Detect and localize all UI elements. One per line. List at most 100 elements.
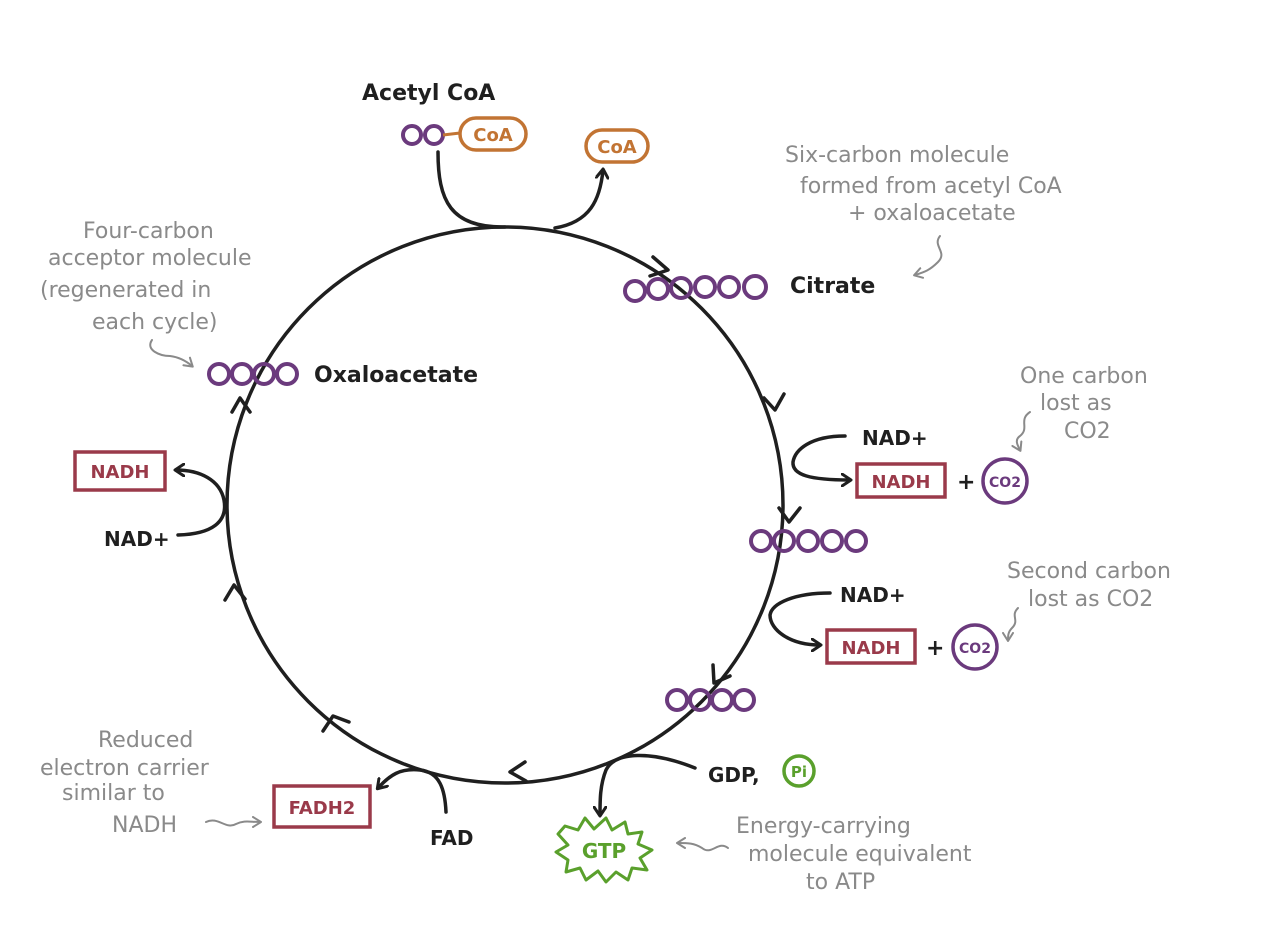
note-second-carbon-squiggle	[1002, 607, 1019, 642]
co2-1-label: CO2	[989, 475, 1021, 491]
note-reduced-line-4: NADH	[112, 813, 177, 838]
note-reduced-line-1: Reduced	[98, 728, 193, 753]
nadh-2-box	[825, 628, 917, 665]
co2-2-label: CO2	[959, 641, 991, 657]
pi-label: Pi	[791, 763, 807, 781]
note-second-carbon-line-1: Second carbon	[1007, 559, 1171, 584]
coa-attached-pill	[458, 116, 528, 152]
coa-released-label: CoA	[597, 137, 637, 158]
coa-out-arrow	[553, 170, 603, 230]
nad-2-arrow	[768, 591, 832, 645]
ring-arrowheads	[223, 255, 802, 783]
note-four-carbon-line-3: (regenerated in	[40, 278, 211, 303]
nadh-1-box	[855, 462, 947, 499]
five-carbon-4	[820, 529, 844, 553]
gdp-arrow	[600, 753, 697, 815]
ring-arrow-right-2	[777, 506, 802, 524]
citrate-carbon-5	[717, 275, 741, 299]
fad-label: FAD	[430, 826, 473, 850]
four-carbon-molecule	[665, 688, 756, 712]
note-four-carbon-line-2: acceptor molecule	[48, 246, 252, 271]
five-carbon-molecule	[749, 529, 868, 553]
citrate-carbon-3	[669, 276, 693, 300]
citrate-label: Citrate	[790, 274, 875, 299]
oxaloacetate-molecule	[207, 362, 299, 386]
note-one-carbon-squiggle	[1011, 411, 1031, 452]
ring-arrow-lower-right	[711, 663, 732, 685]
pi-circle	[782, 754, 816, 788]
note-second-carbon-line-2: lost as CO2	[1028, 587, 1153, 612]
note-energy: Energy-carrying molecule equivalent to A…	[676, 814, 972, 895]
note-six-carbon-squiggle	[913, 235, 943, 279]
note-reduced-line-2: electron carrier	[40, 756, 210, 781]
acetyl-carbon-2	[423, 124, 445, 146]
citrate-carbon-1	[623, 279, 647, 303]
note-one-carbon-line-3: CO2	[1064, 419, 1111, 444]
cycle-ring	[225, 225, 785, 785]
fad-arrow	[378, 767, 448, 814]
gtp-burst	[554, 816, 654, 884]
acetyl-coa-in-arrow	[436, 150, 507, 229]
nad-1-label: NAD+	[862, 426, 928, 450]
oxaloacetate-carbon-2	[230, 362, 254, 386]
ring-arrow-left-1	[223, 583, 247, 602]
note-four-carbon: Four-carbon acceptor molecule (regenerat…	[40, 219, 252, 368]
fadh2-label: FADH2	[289, 798, 356, 819]
ring-arrow-bottom	[508, 760, 528, 783]
acetyl-group	[401, 124, 461, 146]
ring-arrow-top-right	[648, 255, 670, 278]
coa-released-pill	[584, 128, 650, 164]
note-energy-line-2: molecule equivalent	[748, 842, 972, 867]
citrate-carbon-4	[693, 275, 717, 299]
plus-1: +	[957, 470, 975, 495]
oxaloacetate-carbon-4	[275, 362, 299, 386]
five-carbon-1	[749, 529, 773, 553]
note-reduced: Reduced electron carrier similar to NADH	[40, 728, 262, 838]
note-energy-squiggle	[676, 837, 729, 852]
acetyl-carbon-1	[401, 124, 423, 146]
oxaloacetate-carbon-1	[207, 362, 231, 386]
note-six-carbon-line-2: formed from acetyl CoA	[800, 174, 1062, 199]
note-four-carbon-line-4: each cycle)	[92, 310, 218, 335]
ring-arrow-left-2	[230, 396, 252, 414]
acetyl-bond	[442, 131, 461, 137]
nad-3-arrow	[176, 470, 227, 537]
four-carbon-2	[688, 688, 712, 712]
note-reduced-line-3: similar to	[62, 781, 165, 806]
nadh-3-label: NADH	[90, 462, 149, 483]
nad-1-arrow	[791, 434, 850, 480]
nad-3-label: NAD+	[104, 527, 170, 551]
note-six-carbon-line-3: + oxaloacetate	[848, 201, 1016, 226]
five-carbon-2	[772, 529, 796, 553]
co2-2-circle	[951, 623, 999, 671]
nadh-3-box	[73, 450, 167, 492]
four-carbon-4	[732, 688, 756, 712]
citrate-carbon-6	[742, 274, 768, 300]
five-carbon-3	[796, 529, 820, 553]
oxaloacetate-label: Oxaloacetate	[314, 363, 478, 388]
nadh-2-label: NADH	[841, 638, 900, 659]
citrate-carbon-2	[646, 277, 670, 301]
ring-arrow-right-1	[762, 392, 786, 412]
note-reduced-squiggle	[205, 815, 262, 828]
gdp-label: GDP,	[708, 763, 760, 787]
four-carbon-3	[710, 688, 734, 712]
five-carbon-5	[844, 529, 868, 553]
acetyl-coa-label: Acetyl CoA	[362, 81, 495, 106]
nadh-1-label: NADH	[871, 472, 930, 493]
note-six-carbon-line-1: Six-carbon molecule	[785, 143, 1009, 168]
note-six-carbon: Six-carbon molecule formed from acetyl C…	[785, 143, 1062, 279]
gtp-label: GTP	[582, 839, 626, 863]
note-one-carbon: One carbon lost as CO2	[1011, 364, 1148, 452]
note-four-carbon-line-1: Four-carbon	[83, 219, 214, 244]
oxaloacetate-carbon-3	[252, 362, 276, 386]
co2-1-circle	[981, 457, 1029, 505]
note-energy-line-1: Energy-carrying	[736, 814, 911, 839]
plus-2: +	[926, 636, 944, 661]
citrate-molecule	[623, 274, 768, 303]
ring-arrow-lower-left	[321, 714, 351, 733]
four-carbon-1	[665, 688, 689, 712]
note-one-carbon-line-1: One carbon	[1020, 364, 1148, 389]
note-four-carbon-squiggle	[149, 339, 194, 368]
